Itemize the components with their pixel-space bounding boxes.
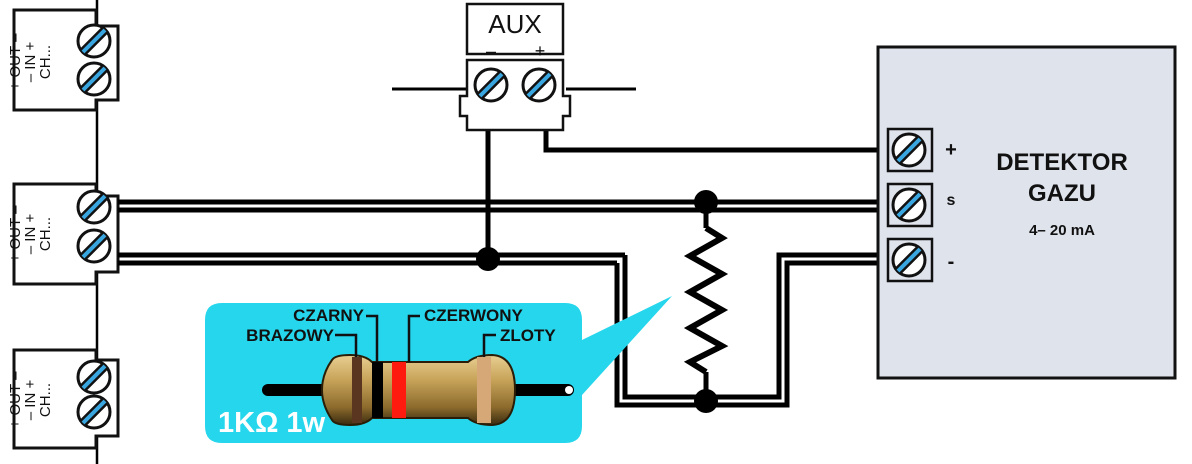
detector-term-plus: + [945,139,957,161]
junction-dot [476,247,500,271]
module-label-in: – IN + [22,42,39,83]
screw-icon [523,69,555,101]
detector-range: 4– 20 mA [1029,222,1095,239]
module-label-out: + OUT – [7,205,24,262]
resistor-callout: BRAZOWY CZARNY CZERWONY ZLOTY 1KΩ 1w [205,296,672,443]
band-label-brown: BRAZOWY [246,326,334,345]
aux-minus-label: – [486,41,496,61]
module-label-out: + OUT – [7,33,24,90]
module-label-ch: CH... [37,45,54,79]
band-label-gold: ZLOTY [500,326,556,345]
band-label-red: CZERWONY [424,306,524,325]
junction-dot [694,389,718,413]
detector-term-minus: - [948,251,955,273]
module-terminal-block-2: + OUT – – IN + CH... [7,182,120,286]
screw-icon [893,244,925,276]
detector-title-line1: DETEKTOR [996,149,1128,176]
resistor-symbol [683,225,729,375]
detector-title-line2: GAZU [1028,180,1096,207]
aux-terminal: AUX – + [458,2,572,132]
screw-icon [893,134,925,166]
band-brown [352,357,362,423]
screw-icon [475,69,507,101]
screw-icon [78,396,110,428]
detector-term-s: s [947,192,956,209]
module-label-ch: CH... [37,217,54,251]
gas-detector: + s - DETEKTOR GAZU 4– 20 mA [876,45,1177,380]
band-gold [477,357,491,423]
screw-icon [78,361,110,393]
resistor-value: 1KΩ 1w [218,407,326,439]
screw-icon [78,230,110,262]
aux-title: AUX [488,9,541,39]
module-label-in: – IN + [22,214,39,255]
resistor-body [320,353,517,427]
module-label-in: – IN + [22,380,39,421]
screw-icon [78,63,110,95]
module-terminal-block-1: + OUT – – IN + CH... [7,8,120,112]
module-label-ch: CH... [37,383,54,417]
aux-plus-label: + [535,41,546,61]
band-red [392,362,406,418]
band-label-black: CZARNY [293,306,364,325]
junction-dot [694,190,718,214]
module-terminal-block-3: + OUT – – IN + CH... [7,348,120,450]
screw-icon [78,25,110,57]
screw-icon [893,189,925,221]
module-label-out: + OUT – [7,371,24,428]
band-black [372,362,383,418]
screw-icon [78,191,110,223]
